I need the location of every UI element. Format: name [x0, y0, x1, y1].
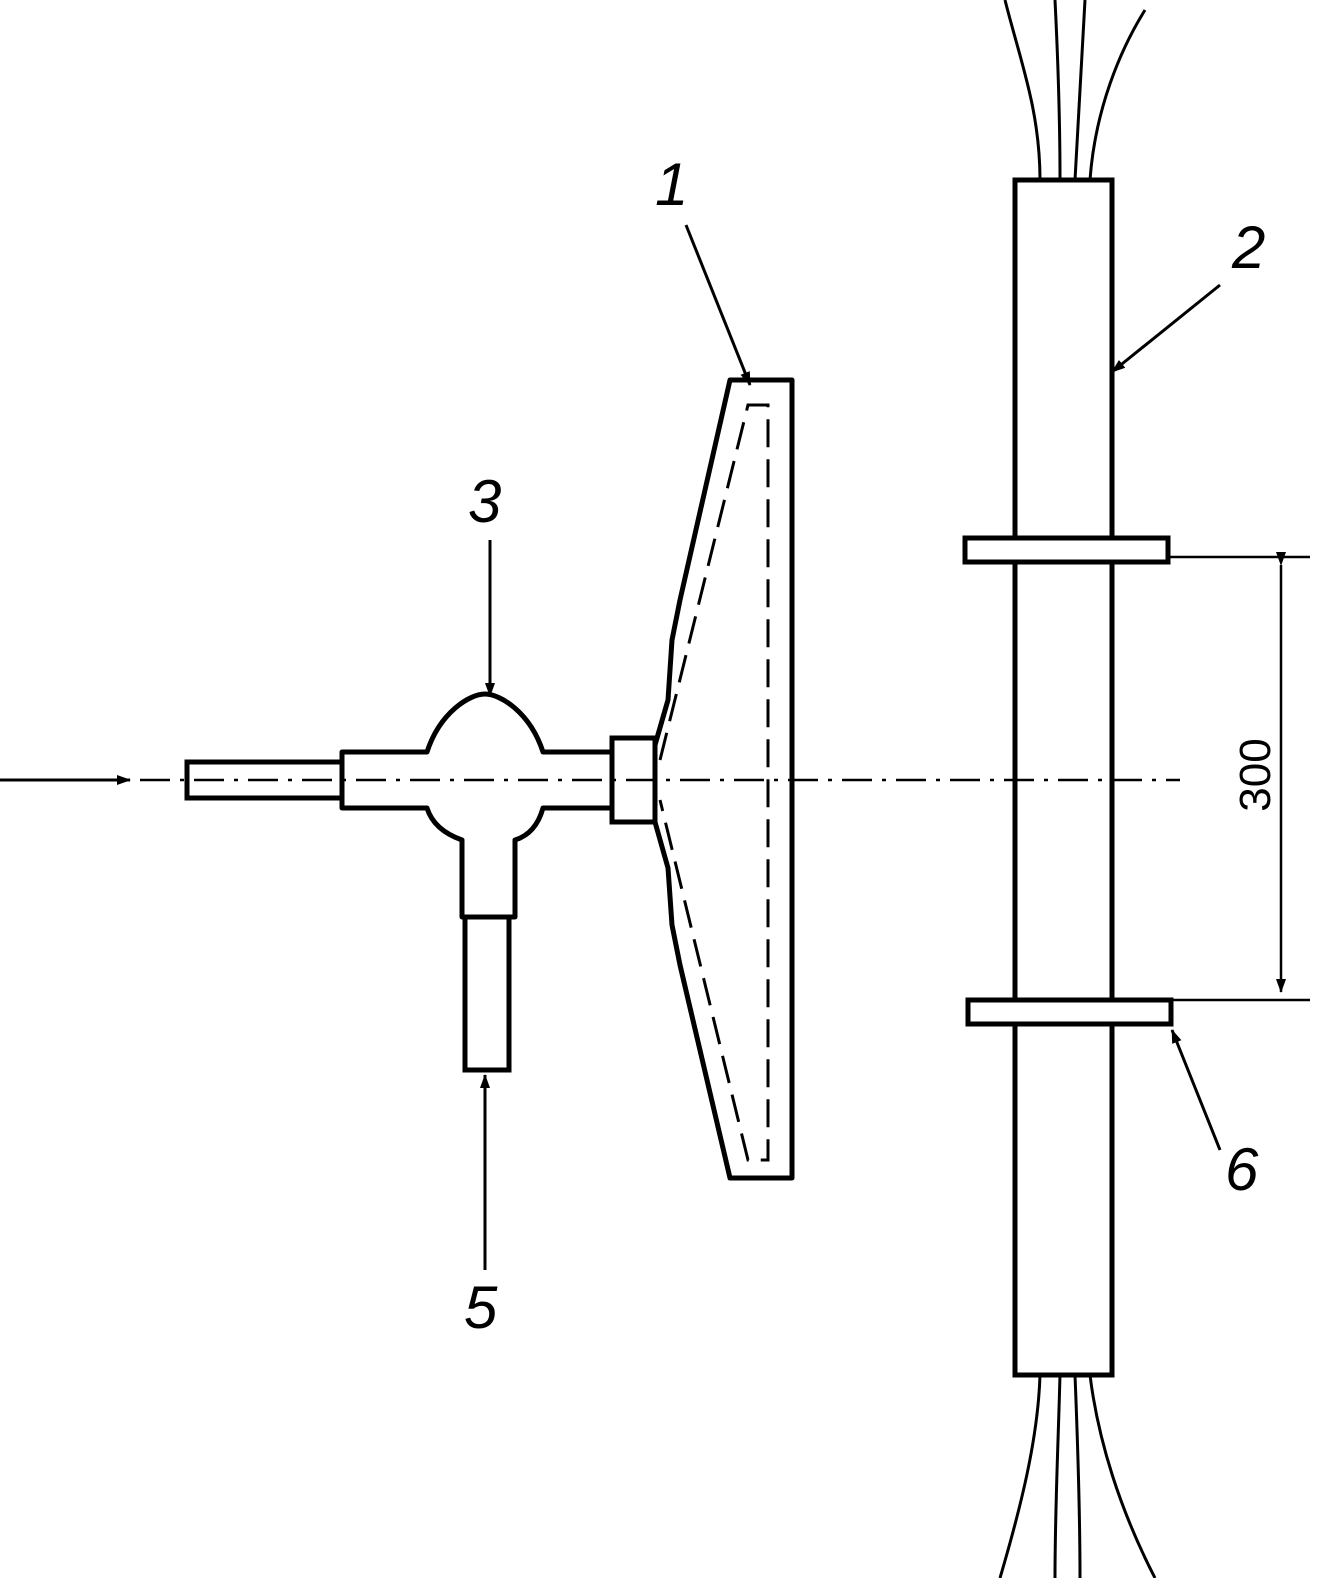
- wires-bottom: [998, 1374, 1157, 1578]
- clamp-band-upper: [962, 535, 1171, 565]
- clamp-band-lower: [965, 997, 1174, 1027]
- horn-inner-dashed: [658, 403, 770, 1162]
- side-outlet-tube: [462, 914, 512, 1073]
- leader-6: [1170, 1029, 1222, 1151]
- dimension-value: 300: [1231, 738, 1280, 811]
- label-part-1: 1: [655, 151, 688, 218]
- cross-junction-body: [339, 691, 615, 920]
- horn-outline: [652, 377, 795, 1181]
- label-part-5: 5: [464, 1274, 498, 1341]
- label-part-2: 2: [1231, 214, 1265, 281]
- vertical-cylinder: [1012, 177, 1115, 1378]
- leader-1: [684, 224, 752, 386]
- wires-top: [1003, 0, 1147, 181]
- label-part-6: 6: [1225, 1136, 1259, 1203]
- dimension-300: [1168, 552, 1310, 1002]
- label-part-3: 3: [468, 468, 501, 535]
- leader-2: [1111, 283, 1221, 374]
